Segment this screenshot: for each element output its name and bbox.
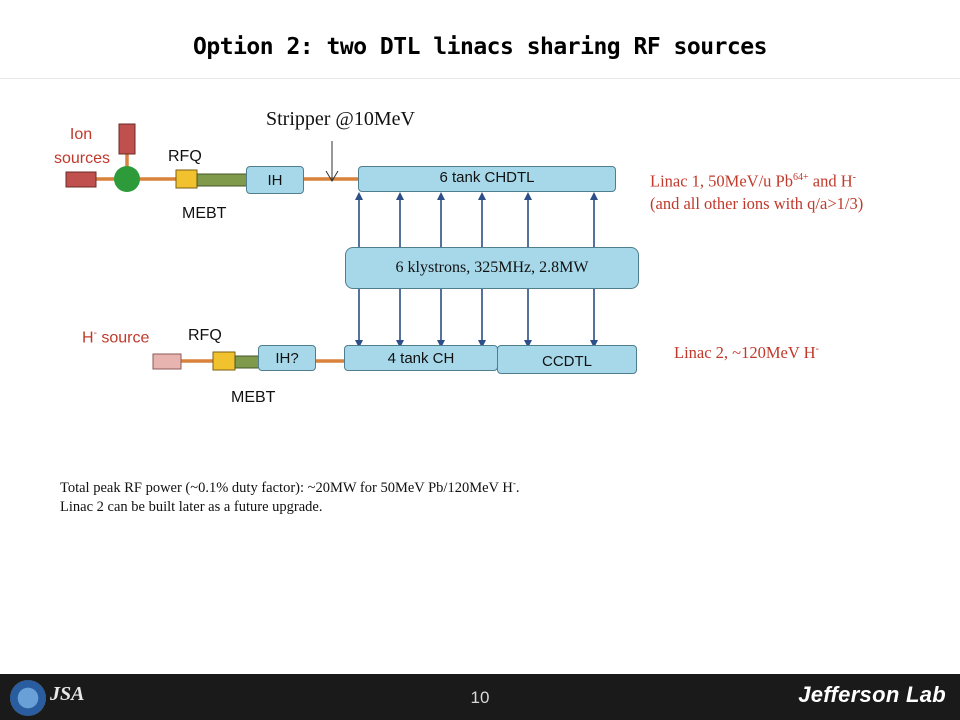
ih-top-box: IH bbox=[246, 166, 304, 194]
linac2-description: Linac 2, ~120MeV H- bbox=[674, 343, 819, 362]
mebt-top-block bbox=[196, 173, 250, 187]
mebt-bottom-label: MEBT bbox=[231, 389, 276, 406]
ih-bottom-box: IH? bbox=[258, 345, 316, 371]
rfq-top-block bbox=[175, 169, 198, 189]
rfq-bottom-block bbox=[212, 351, 236, 371]
chdtl-box: 6 tank CHDTL bbox=[358, 166, 616, 192]
ch4-label: 4 tank CH bbox=[387, 349, 455, 367]
h-source-block bbox=[152, 353, 182, 370]
footer-bar bbox=[0, 674, 960, 720]
rfq-bottom-label: RFQ bbox=[188, 327, 222, 344]
notes-line1: Total peak RF power (~0.1% duty factor):… bbox=[60, 478, 520, 496]
ion-source-vertical bbox=[118, 123, 136, 155]
linac1-line1: Linac 1, 50MeV/u Pb64+ and H- bbox=[650, 171, 856, 191]
linac1-description: Linac 1, 50MeV/u Pb64+ and H- (and all o… bbox=[650, 167, 863, 215]
stripper-label: Stripper @10MeV bbox=[266, 108, 415, 130]
ion-source-horizontal bbox=[65, 171, 97, 188]
ion-sources-label: Ion bbox=[66, 126, 96, 144]
title-bar bbox=[0, 0, 960, 79]
mebt-top-label: MEBT bbox=[182, 205, 227, 222]
ch4-box: 4 tank CH bbox=[344, 345, 498, 371]
doe-seal-icon bbox=[10, 680, 46, 716]
mebt-bottom-block bbox=[234, 355, 261, 369]
klystrons-label: 6 klystrons, 325MHz, 2.8MW bbox=[395, 259, 589, 276]
notes-line2: Linac 2 can be built later as a future u… bbox=[60, 498, 323, 515]
ion-sources-label-line2: sources bbox=[54, 150, 111, 167]
klystrons-box: 6 klystrons, 325MHz, 2.8MW bbox=[345, 247, 639, 289]
page-number: 10 bbox=[470, 688, 490, 707]
jefferson-lab-logo: Jefferson Lab bbox=[798, 682, 946, 707]
ih-bottom-label: IH? bbox=[275, 349, 299, 367]
ion-sources-label-line1: Ion bbox=[69, 126, 93, 143]
ccdtl-box: CCDTL bbox=[497, 345, 637, 374]
rfq-top-label: RFQ bbox=[168, 148, 202, 165]
h-source-label: H- source bbox=[82, 328, 150, 347]
jsa-logo: JSA bbox=[50, 683, 85, 705]
ih-top-label: IH bbox=[267, 171, 283, 189]
ccdtl-label: CCDTL bbox=[541, 353, 592, 370]
notes: Total peak RF power (~0.1% duty factor):… bbox=[60, 474, 519, 517]
linac1-line2: (and all other ions with q/a>1/3) bbox=[650, 193, 864, 213]
source-merger bbox=[114, 166, 140, 192]
page-title: Option 2: two DTL linacs sharing RF sour… bbox=[193, 34, 767, 60]
chdtl-label: 6 tank CHDTL bbox=[439, 169, 535, 186]
